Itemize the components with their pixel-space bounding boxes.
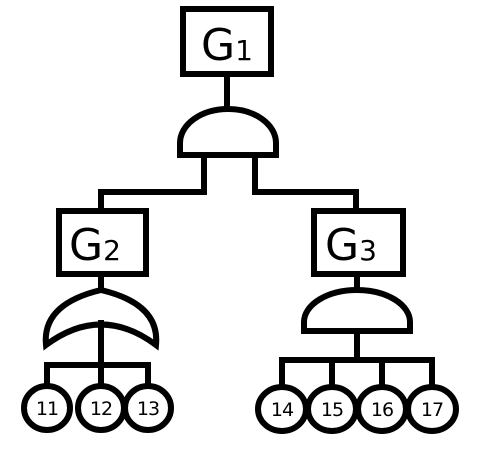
gate-label-g3: G3 [325, 220, 377, 271]
bus-g3 [279, 357, 435, 386]
connector-g1-g3 [252, 155, 359, 211]
event-label-15: 15 [321, 399, 343, 421]
connector-g1-g2 [98, 155, 207, 211]
event-circle-11 [21, 383, 73, 433]
event-label-14: 14 [271, 399, 294, 421]
event-label-16: 16 [371, 399, 393, 421]
and-gate-g3 [301, 287, 413, 334]
event-circle-17 [405, 384, 459, 434]
event-label-11: 11 [36, 398, 58, 420]
or-gate-g2 [42, 286, 160, 351]
event-label-13: 13 [137, 398, 159, 420]
and-gate-g1 [177, 106, 279, 158]
gate-label-g1: G1 [201, 20, 253, 71]
gate-label-g2: G2 [69, 220, 121, 271]
event-label-12: 12 [90, 398, 112, 420]
event-label-17: 17 [421, 399, 443, 421]
event-circle-13 [122, 383, 174, 433]
bus-g2 [44, 362, 151, 385]
